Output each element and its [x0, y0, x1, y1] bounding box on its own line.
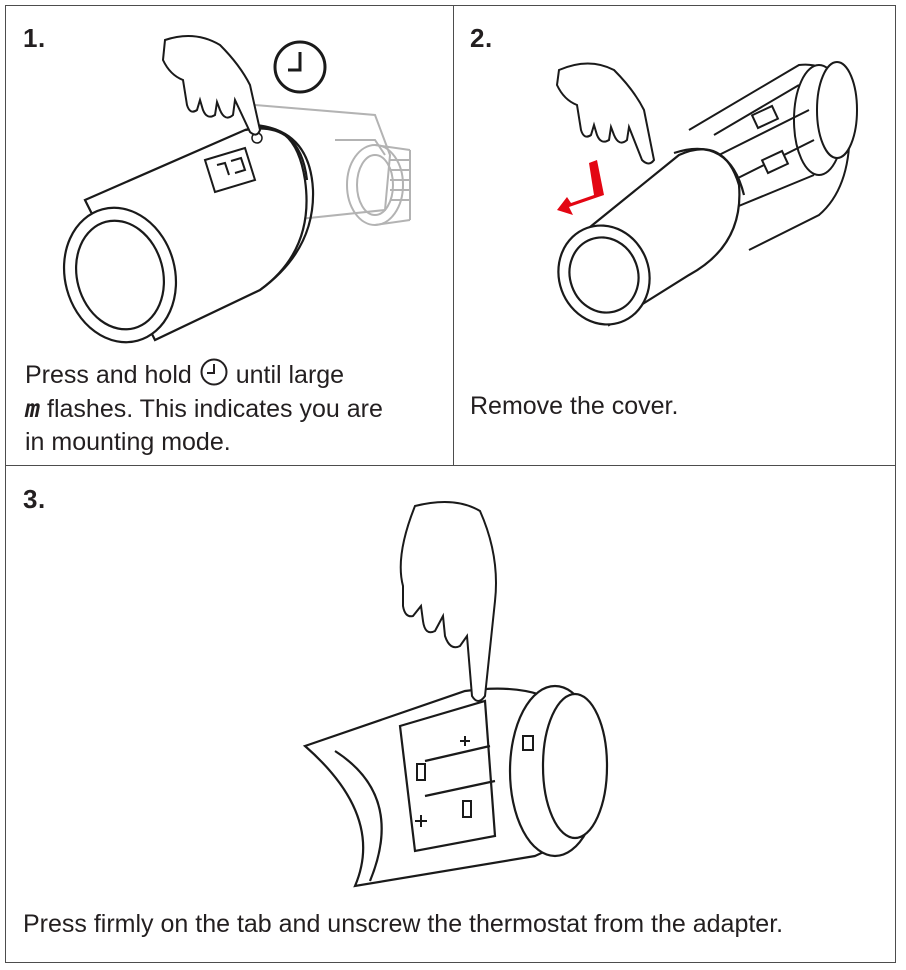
step-2-number: 2.	[470, 23, 493, 53]
m-display-glyph: m	[25, 394, 41, 423]
step-1-caption: Press and hold until large m flashes. Th…	[25, 357, 445, 459]
caption-text: Press and hold	[25, 361, 192, 389]
hand-icon	[161, 35, 262, 136]
caption-text: until large	[235, 361, 345, 389]
step-1-panel: 1.	[5, 5, 454, 465]
press-tab-unscrew-illustration	[302, 501, 609, 888]
remove-cover-illustration	[555, 61, 858, 327]
caption-text: flashes. This indicates you are	[47, 395, 383, 423]
step-1-number: 1.	[23, 23, 46, 53]
hand-icon	[399, 501, 497, 702]
arrow-icon	[557, 160, 604, 215]
caption-text: in mounting mode.	[25, 428, 231, 456]
step-3-number: 3.	[23, 484, 46, 514]
thermostat-press-button-illustration	[62, 35, 411, 344]
step-3-caption: Press firmly on the tab and unscrew the …	[23, 910, 784, 938]
step-2-panel: 2. Remove the cover.	[454, 5, 896, 465]
step-2-caption: Remove the cover.	[470, 392, 679, 420]
step-3-panel: 3. Press firmly on the tab and unscrew t…	[5, 465, 896, 963]
clock-icon	[200, 358, 228, 386]
instruction-grid	[5, 5, 896, 963]
hand-icon	[555, 62, 656, 165]
clock-icon	[273, 40, 327, 94]
